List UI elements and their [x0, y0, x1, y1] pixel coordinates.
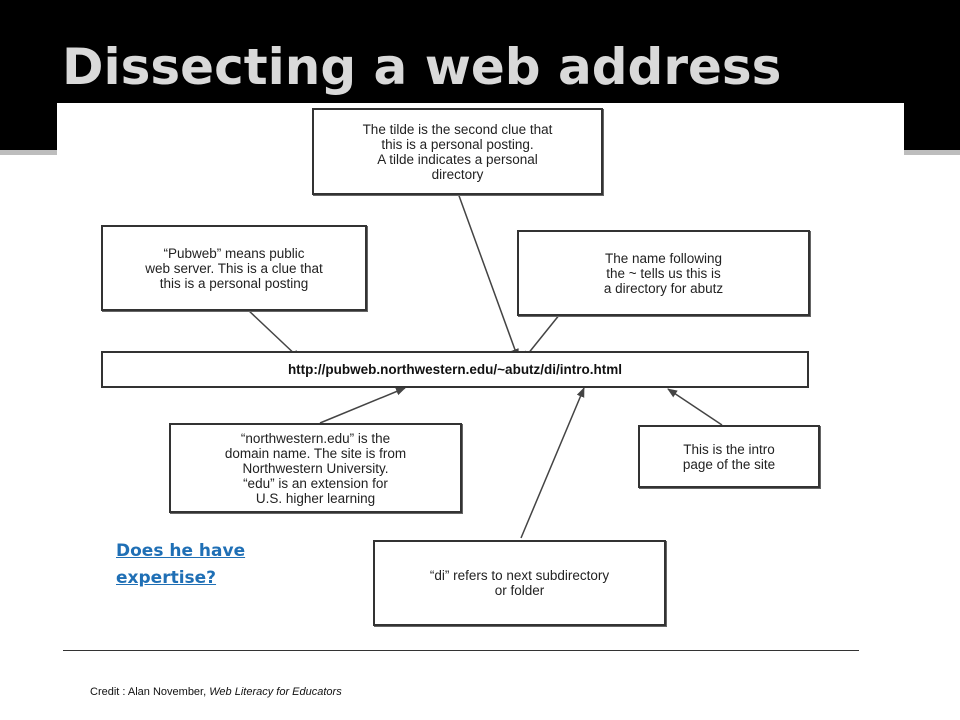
pubweb-callout: “Pubweb” means public web server. This i… [101, 225, 367, 311]
arrow-intro [667, 388, 723, 426]
intro-callout: This is the intro page of the site [638, 425, 820, 488]
expertise-link[interactable]: Does he have expertise? [116, 541, 246, 588]
tilde-callout: The tilde is the second clue that this i… [312, 108, 603, 195]
name-following-callout: The name following the ~ tells us this i… [517, 230, 810, 316]
url-bar: http://pubweb.northwestern.edu/~abutz/di… [101, 351, 809, 388]
credit-prefix: Credit : Alan November, [90, 686, 210, 698]
credit-line: Credit : Alan November, Web Literacy for… [90, 686, 342, 698]
figure-bottom-rule [63, 650, 859, 651]
domain-callout: “northwestern.edu” is the domain name. T… [169, 423, 462, 513]
slide-title: Dissecting a web address [62, 38, 782, 96]
diagram-figure: The tilde is the second clue that this i… [57, 103, 904, 653]
arrow-di [520, 387, 585, 539]
arrow-tilde [457, 192, 519, 359]
arrow-domain [319, 387, 406, 424]
credit-source: Web Literacy for Educators [209, 686, 342, 698]
di-callout: “di” refers to next subdirectory or fold… [373, 540, 666, 626]
diagram-arrows [246, 192, 723, 539]
arrow-pubweb [246, 308, 301, 360]
